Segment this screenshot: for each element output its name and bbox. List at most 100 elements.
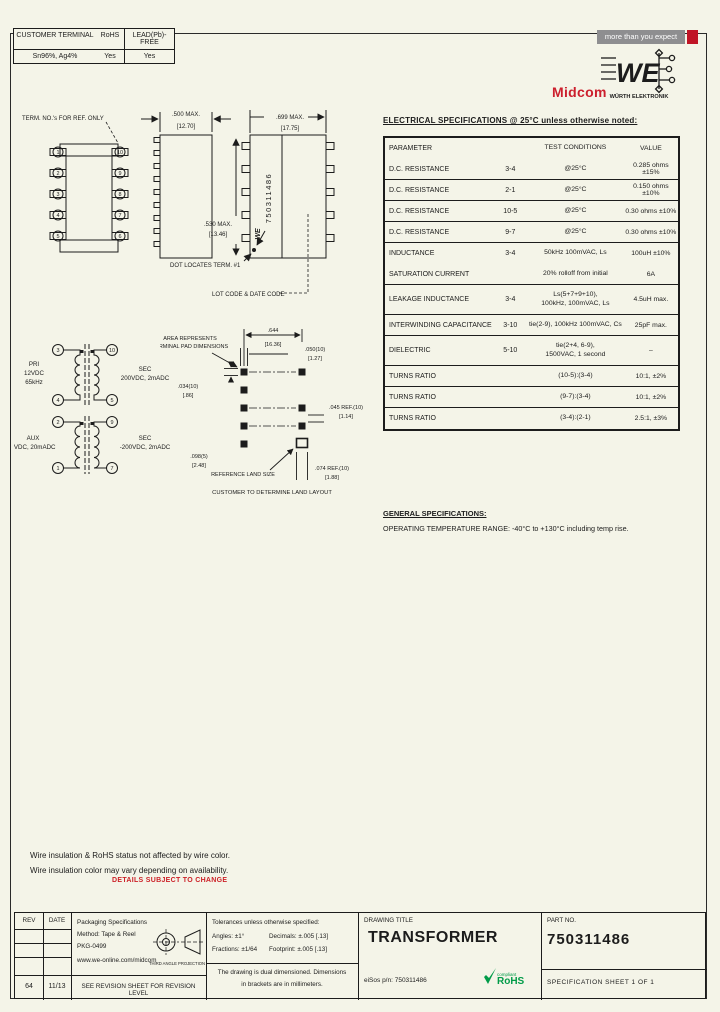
sec1-label: SEC bbox=[139, 366, 152, 373]
row-value: – bbox=[648, 347, 653, 354]
compliance-header-row: CUSTOMER TERMINAL RoHS LEAD(Pb)-FREE bbox=[14, 29, 174, 49]
pad-2: 2 bbox=[56, 171, 59, 177]
customer-layout-note: CUSTOMER TO DETERMINE LAND LAYOUT bbox=[212, 490, 332, 496]
terminal-ref-leader bbox=[105, 121, 119, 144]
table-row: INDUCTANCE 3-4 50kHz 100mVAC, Ls 100uH ±… bbox=[385, 243, 678, 264]
pitch-dim-in: .045 REF.(10) bbox=[329, 405, 363, 411]
row-conditions: tie(2+4, 6-9), 1500VAC, 1 second bbox=[545, 342, 606, 358]
operating-temp-range: OPERATING TEMPERATURE RANGE: -40°C to +1… bbox=[383, 524, 629, 533]
conditions-header: TEST CONDITIONS bbox=[544, 144, 607, 152]
pad-width-in: .050(10) bbox=[305, 347, 326, 353]
package-top-view bbox=[49, 143, 129, 253]
row-parameter: TURNS RATIO bbox=[389, 393, 436, 401]
pin-10: 10 bbox=[109, 348, 115, 354]
pad-width-mm: [1.27] bbox=[308, 356, 322, 362]
row-dim-mm: [2.48] bbox=[192, 463, 206, 469]
rohs-header: RoHS bbox=[100, 32, 120, 39]
customer-terminal-value: Sn96%, Ag4% bbox=[32, 53, 78, 60]
table-row: D.C. RESISTANCE 10-5 @25°C 0.30 ohms ±10… bbox=[385, 201, 678, 222]
divider bbox=[15, 929, 71, 930]
pad-10: 10 bbox=[117, 150, 123, 156]
row-pins: 3-4 bbox=[505, 250, 516, 257]
divider bbox=[206, 913, 207, 1000]
date-label: DATE bbox=[48, 917, 66, 924]
leadfree-value: Yes bbox=[124, 50, 174, 63]
row-conditions: 20% rolloff from initial bbox=[542, 269, 608, 277]
table-row: INTERWINDING CAPACITANCE 3-10 tie(2-9), … bbox=[385, 315, 678, 336]
electrical-specs-title: ELECTRICAL SPECIFICATIONS @ 25°C unless … bbox=[383, 116, 638, 125]
lot-code-note: LOT CODE & DATE CODE bbox=[212, 292, 284, 298]
wire-note-2: Wire insulation color may vary depending… bbox=[30, 866, 229, 875]
divider bbox=[541, 969, 707, 970]
dual-dimension-note-2: in brackets are in millimeters. bbox=[241, 981, 323, 988]
land-dim-lines bbox=[211, 329, 324, 480]
leadfree-header: LEAD(Pb)-FREE bbox=[124, 29, 174, 49]
rohs-compliant-text: compliant bbox=[497, 971, 517, 977]
pad-9: 9 bbox=[118, 171, 121, 177]
span-dim-in: .644 bbox=[268, 328, 279, 334]
pad-4: 4 bbox=[56, 213, 59, 219]
row-conditions: (3-4):(2-1) bbox=[560, 414, 591, 422]
package-side-view bbox=[141, 112, 231, 259]
row-parameter: D.C. RESISTANCE bbox=[389, 186, 450, 194]
pin-7: 7 bbox=[110, 466, 113, 472]
pin-5: 5 bbox=[110, 398, 113, 404]
table-row: SATURATION CURRENT 20% rolloff from init… bbox=[385, 264, 678, 285]
sec1-rating: 200VDC, 2mADC bbox=[121, 375, 170, 382]
electrical-specs-table: PARAMETER TEST CONDITIONS VALUE D.C. RES… bbox=[383, 136, 680, 431]
projection-label: THIRD ANGLE PROJECTION bbox=[148, 961, 206, 966]
part-no-label: PART NO. bbox=[547, 917, 577, 924]
table-row: TURNS RATIO (10-5):(3-4) 10:1, ±2% bbox=[385, 366, 678, 387]
pri-voltage: 12VDC bbox=[24, 370, 44, 377]
tolerance-decimals: Decimals: ±.005 [.13] bbox=[269, 933, 329, 940]
rohs-value: Yes bbox=[104, 53, 116, 60]
general-specs-title: GENERAL SPECIFICATIONS: bbox=[383, 509, 487, 518]
row-parameter: DIELECTRIC bbox=[389, 347, 431, 354]
rohs-compliant-logo: compliant RoHS bbox=[483, 967, 524, 987]
sheet-label: SPECIFICATION SHEET 1 OF 1 bbox=[547, 979, 655, 986]
electrical-header-row: PARAMETER TEST CONDITIONS VALUE bbox=[385, 138, 678, 159]
divider bbox=[15, 957, 71, 958]
dot-locates-note: DOT LOCATES TERM. #1 bbox=[170, 263, 241, 269]
divider bbox=[15, 943, 71, 944]
row-conditions: @25°C bbox=[564, 164, 587, 172]
height-dim-mm: [13.46] bbox=[209, 232, 228, 238]
divider bbox=[206, 963, 358, 964]
packaging-url: www.we-online.com/midcom bbox=[77, 957, 157, 964]
pri-label: PRI bbox=[29, 361, 40, 368]
land-dim-mm: [1.88] bbox=[325, 475, 339, 481]
land-centerlines bbox=[249, 371, 296, 427]
row-conditions: @25°C bbox=[564, 227, 587, 235]
height-dim-in: .530 MAX. bbox=[204, 222, 232, 228]
sec2-label: SEC bbox=[139, 435, 152, 442]
land-pads bbox=[240, 368, 306, 448]
tolerance-footprint: Footprint: ±.005 [.13] bbox=[269, 946, 328, 953]
row-parameter: D.C. RESISTANCE bbox=[389, 207, 450, 215]
row-parameter: TURNS RATIO bbox=[389, 415, 436, 422]
row-conditions: (9-7):(3-4) bbox=[560, 392, 591, 400]
table-row: D.C. RESISTANCE 9-7 @25°C 0.30 ohms ±10% bbox=[385, 222, 678, 243]
row-pins: 3-10 bbox=[503, 321, 518, 329]
table-row: D.C. RESISTANCE 3-4 @25°C 0.285 ohms ±15… bbox=[385, 159, 678, 180]
subject-to-change-warning: DETAILS SUBJECT TO CHANGE bbox=[112, 877, 228, 884]
we-logo-letters: WE bbox=[616, 58, 660, 88]
parameter-header: PARAMETER bbox=[389, 145, 433, 152]
reference-land-note: REFERENCE LAND SIZE bbox=[211, 472, 275, 478]
row-pins: 10-5 bbox=[503, 207, 518, 215]
area-note-line2: TERMINAL PAD DIMENSIONS bbox=[160, 344, 229, 350]
title-block: REV DATE 64 11/13 Packaging Specificatio… bbox=[14, 912, 707, 1000]
row-parameter: INTERWINDING CAPACITANCE bbox=[389, 321, 492, 329]
schematic-pin-numbers: 3 4 10 5 2 1 9 7 bbox=[56, 348, 115, 472]
pad-numbers: 1 2 3 4 5 10 9 8 7 6 bbox=[56, 150, 123, 240]
value-header: VALUE bbox=[639, 145, 662, 152]
row-conditions: @25°C bbox=[564, 185, 587, 193]
pad-8: 8 bbox=[118, 192, 121, 198]
row-value: 100uH ±10% bbox=[631, 250, 671, 257]
compliance-table: CUSTOMER TERMINAL RoHS LEAD(Pb)-FREE Sn9… bbox=[13, 28, 175, 64]
land-dim-in: .074 REF.(10) bbox=[315, 466, 349, 472]
row-parameter: D.C. RESISTANCE bbox=[389, 228, 450, 236]
table-row: TURNS RATIO (3-4):(2-1) 2.5:1, ±3% bbox=[385, 408, 678, 429]
wurth-elektronik-label: WÜRTH ELEKTRONIK bbox=[609, 94, 669, 100]
banner-red-square bbox=[687, 30, 698, 44]
rev-value: 64 bbox=[25, 983, 33, 990]
